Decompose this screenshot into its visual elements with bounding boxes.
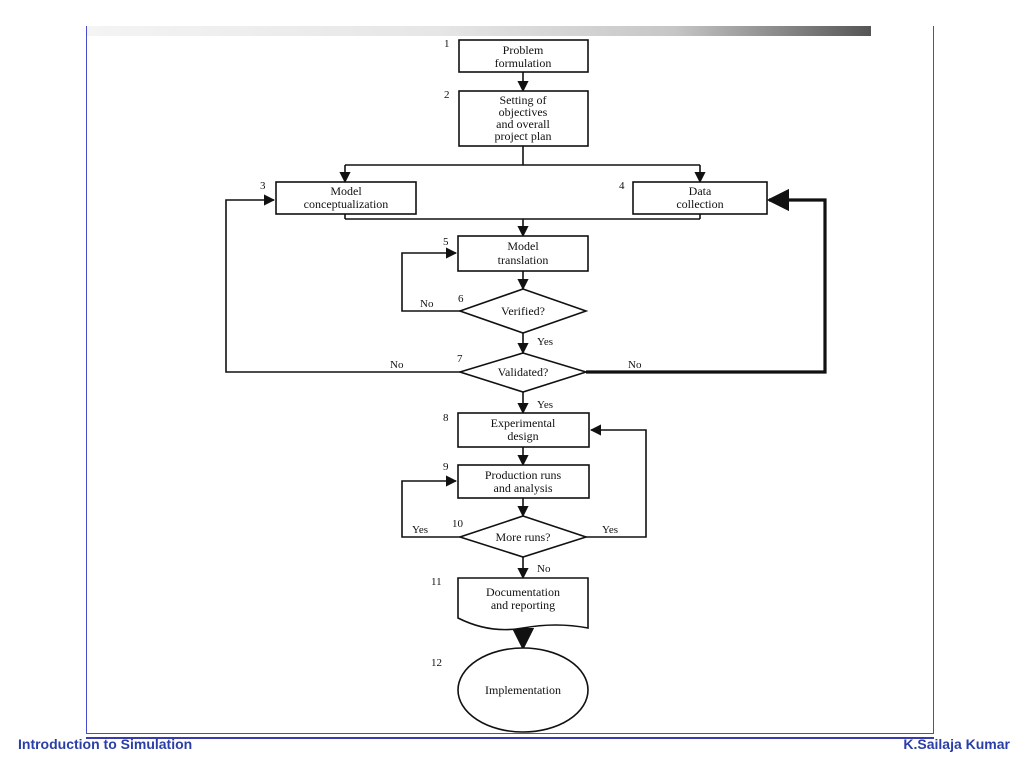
edge-label-validated-no-right: No bbox=[628, 359, 642, 371]
step-number-11: 11 bbox=[431, 576, 442, 588]
step-2-label-3: and overall bbox=[496, 117, 550, 131]
step-number-6: 6 bbox=[458, 293, 464, 305]
edge-label-more-runs-yes-left: Yes bbox=[412, 524, 428, 536]
step-10-diamond: More runs? bbox=[457, 515, 589, 558]
step-6-diamond: Verified? bbox=[457, 288, 589, 334]
step-3-box: Model conceptualization bbox=[275, 181, 417, 215]
step-11-document: Documentation and reporting bbox=[457, 577, 589, 631]
step-2-label-1: Setting of bbox=[500, 93, 547, 107]
edge-label-validated-no-left: No bbox=[390, 359, 404, 371]
connectors bbox=[225, 72, 827, 651]
slide-top-band bbox=[86, 26, 871, 36]
step-4-label-2: collection bbox=[676, 197, 723, 211]
step-10-label: More runs? bbox=[496, 530, 551, 544]
step-1-label-1: Problem bbox=[503, 43, 544, 57]
step-number-8: 8 bbox=[443, 412, 449, 424]
step-number-12: 12 bbox=[431, 657, 442, 669]
edge-label-verified-no: No bbox=[420, 298, 434, 310]
step-number-10: 10 bbox=[452, 518, 464, 530]
step-numbers: 1 2 3 4 5 6 7 8 9 10 11 12 bbox=[260, 38, 625, 669]
step-9-label-1: Production runs bbox=[485, 468, 562, 482]
step-5-label-2: translation bbox=[498, 253, 549, 267]
step-number-2: 2 bbox=[444, 89, 450, 101]
step-11-label-2: and reporting bbox=[491, 598, 555, 612]
footer-author: K.Sailaja Kumar bbox=[903, 736, 1010, 752]
step-1-label-2: formulation bbox=[495, 56, 552, 70]
edge-label-more-runs-yes-right: Yes bbox=[602, 524, 618, 536]
step-11-label-1: Documentation bbox=[486, 585, 560, 599]
step-9-label-2: and analysis bbox=[494, 481, 553, 495]
step-number-5: 5 bbox=[443, 236, 449, 248]
step-12-terminal: Implementation bbox=[457, 647, 589, 733]
step-8-box: Experimental design bbox=[457, 412, 590, 448]
step-9-box: Production runs and analysis bbox=[457, 464, 590, 499]
step-3-label-1: Model bbox=[330, 184, 362, 198]
step-8-label-2: design bbox=[507, 429, 538, 443]
step-1-box: Problem formulation bbox=[458, 39, 589, 73]
step-5-box: Model translation bbox=[457, 235, 589, 272]
step-4-box: Data collection bbox=[632, 181, 768, 215]
step-number-1: 1 bbox=[444, 38, 450, 50]
footer-course-title: Introduction to Simulation bbox=[18, 736, 193, 752]
footer-rule bbox=[86, 737, 934, 739]
edge-label-verified-yes: Yes bbox=[537, 336, 553, 348]
step-4-label-1: Data bbox=[689, 184, 712, 198]
step-7-diamond: Validated? bbox=[457, 352, 589, 393]
step-12-label: Implementation bbox=[485, 683, 561, 697]
step-7-label: Validated? bbox=[498, 365, 549, 379]
step-2-label-2: objectives bbox=[499, 105, 548, 119]
step-number-3: 3 bbox=[260, 180, 266, 192]
step-8-label-1: Experimental bbox=[491, 416, 556, 430]
slide-frame bbox=[86, 26, 934, 734]
step-number-4: 4 bbox=[619, 180, 625, 192]
step-2-label-4: project plan bbox=[495, 129, 552, 143]
edge-label-validated-yes: Yes bbox=[537, 399, 553, 411]
step-3-label-2: conceptualization bbox=[304, 197, 389, 211]
step-5-label-1: Model bbox=[507, 239, 539, 253]
step-number-7: 7 bbox=[457, 353, 463, 365]
step-2-box: Setting of objectives and overall projec… bbox=[458, 90, 589, 147]
step-number-9: 9 bbox=[443, 461, 449, 473]
edge-labels: No Yes No No Yes Yes Yes No bbox=[390, 298, 642, 575]
edge-label-more-runs-no: No bbox=[537, 563, 551, 575]
step-6-label: Verified? bbox=[501, 304, 545, 318]
